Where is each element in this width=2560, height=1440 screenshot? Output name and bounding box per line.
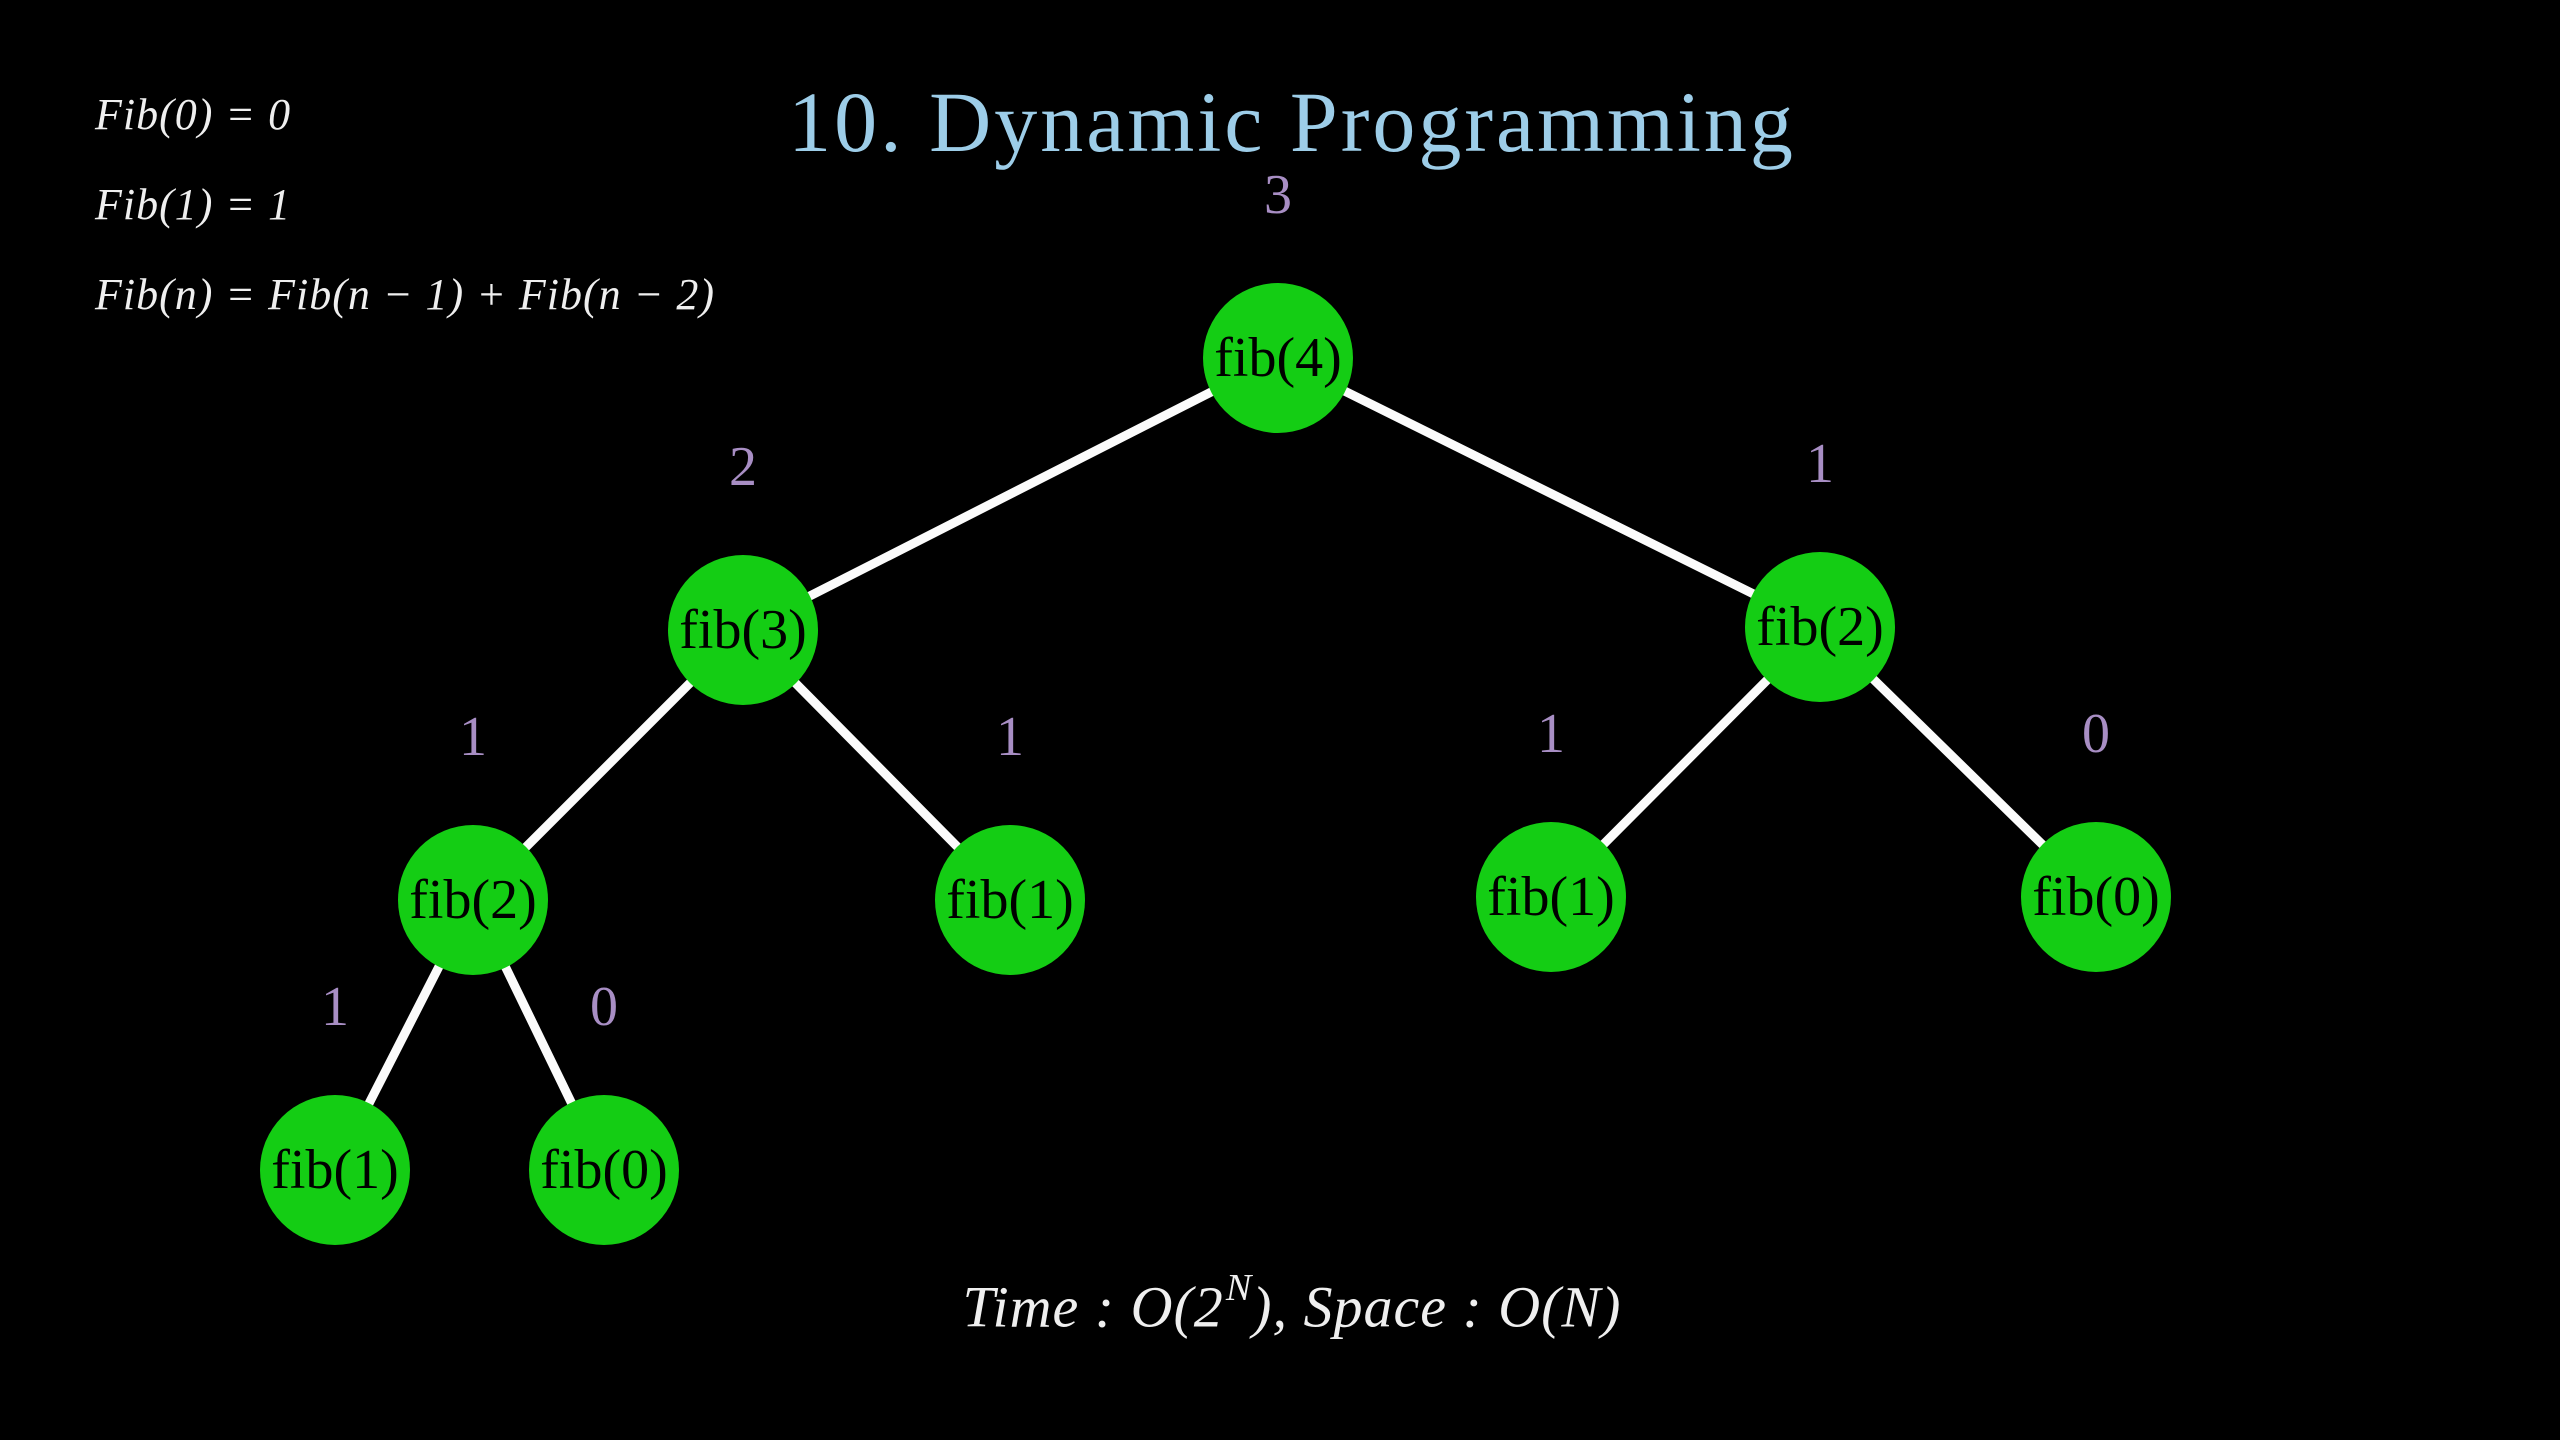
complexity-time-part: Time : O(2 (962, 1274, 1224, 1340)
tree-node: fib(1) (935, 825, 1085, 975)
node-return-value: 0 (2082, 703, 2110, 765)
tree-edge (738, 353, 1283, 635)
equation-fib-n: Fib(n) = Fib(n − 1) + Fib(n − 2) (95, 270, 715, 319)
node-return-value: 1 (1537, 703, 1565, 765)
node-return-value: 2 (729, 436, 757, 498)
node-return-value: 1 (1806, 433, 1834, 495)
complexity-note: Time : O(2N), Space : O(N) (962, 1267, 1622, 1340)
tree-node: fib(3) (668, 555, 818, 705)
tree-node: fib(2) (1745, 552, 1895, 702)
tree-node: fib(0) (2021, 822, 2171, 972)
tree-node: fib(4) (1203, 283, 1353, 433)
node-return-value: 1 (459, 706, 487, 768)
tree-node: fib(1) (1476, 822, 1626, 972)
tree-edge (1273, 353, 1825, 632)
tree-node: fib(0) (529, 1095, 679, 1245)
node-return-value: 0 (590, 976, 618, 1038)
node-return-value: 1 (321, 976, 349, 1038)
complexity-space-part: ), Space : O(N) (1252, 1274, 1622, 1340)
tree-node: fib(2) (398, 825, 548, 975)
equation-fib-0: Fib(0) = 0 (95, 90, 292, 139)
node-return-value: 1 (996, 706, 1024, 768)
tree-node: fib(1) (260, 1095, 410, 1245)
complexity-exponent: N (1225, 1267, 1253, 1310)
node-return-value: 3 (1264, 164, 1292, 226)
fibonacci-definition-block: Fib(0) = 0 Fib(1) = 1 Fib(n) = Fib(n − 1… (95, 70, 715, 340)
equation-fib-1: Fib(1) = 1 (95, 180, 292, 229)
slide-title: 10. Dynamic Programming (788, 74, 1796, 170)
